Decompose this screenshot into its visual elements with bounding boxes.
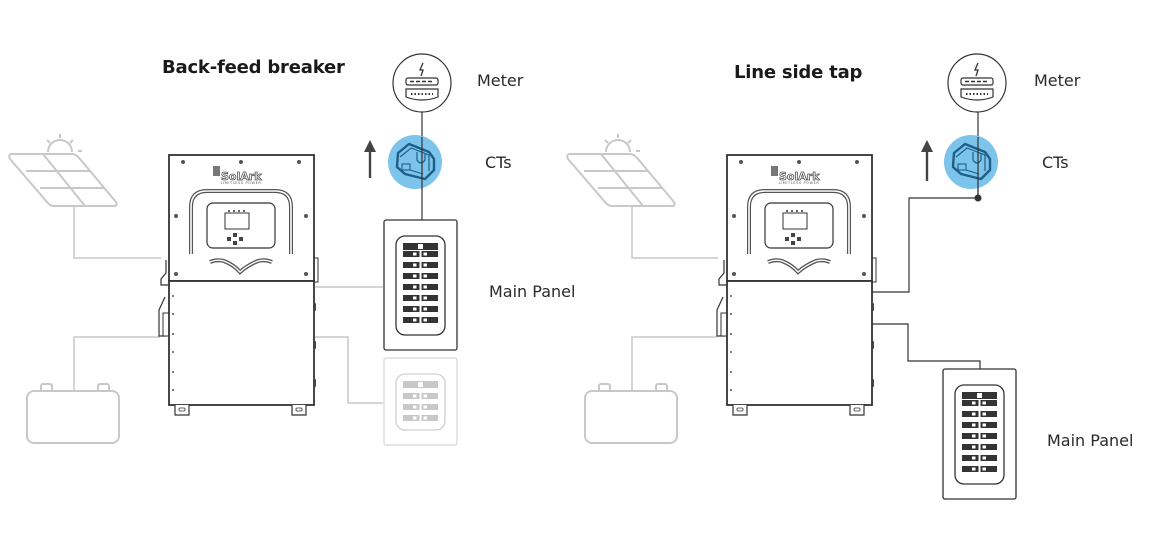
inverter-to-tap-wire (872, 194, 982, 293)
inverter-to-panel-wire (872, 323, 981, 369)
backfeed-breaker-panel-icon (383, 357, 458, 446)
inverter-icon (715, 153, 878, 417)
pv-to-inverter-wire (73, 207, 161, 259)
upward-arrow-icon (921, 140, 933, 181)
main-panel-label-linesidetap: Main Panel (1047, 431, 1134, 450)
meter-label-linesidetap: Meter (1034, 71, 1081, 90)
main-panel-icon (942, 368, 1017, 500)
backfeed-diagram (8, 53, 458, 446)
cts-label-linesidetap: CTs (1042, 153, 1069, 172)
battery-to-inverter-wire (631, 336, 717, 391)
battery-icon (26, 383, 120, 444)
diagram-title-backfeed: Back-feed breaker (162, 57, 345, 78)
pv-to-inverter-wire (631, 207, 718, 259)
diagram-title-linesidetap: Line side tap (734, 62, 863, 83)
battery-to-inverter-wire (73, 336, 160, 391)
solar-panel-icon (566, 133, 676, 207)
upward-arrow-icon (364, 140, 376, 178)
main-panel-label-backfeed: Main Panel (489, 282, 576, 301)
meter-label-backfeed: Meter (477, 71, 524, 90)
inverter-icon (157, 153, 320, 417)
main-panel-icon (383, 219, 458, 351)
ct-sensor-icon (942, 133, 1000, 191)
ct-sensor-icon (386, 133, 444, 191)
inverter-to-panel-wires (315, 286, 383, 404)
linesidetap-diagram (566, 53, 1017, 500)
meter-icon (947, 53, 1007, 113)
cts-label-backfeed: CTs (485, 153, 512, 172)
solar-panel-icon (8, 133, 118, 207)
meter-icon (392, 53, 452, 113)
battery-icon (584, 383, 678, 444)
